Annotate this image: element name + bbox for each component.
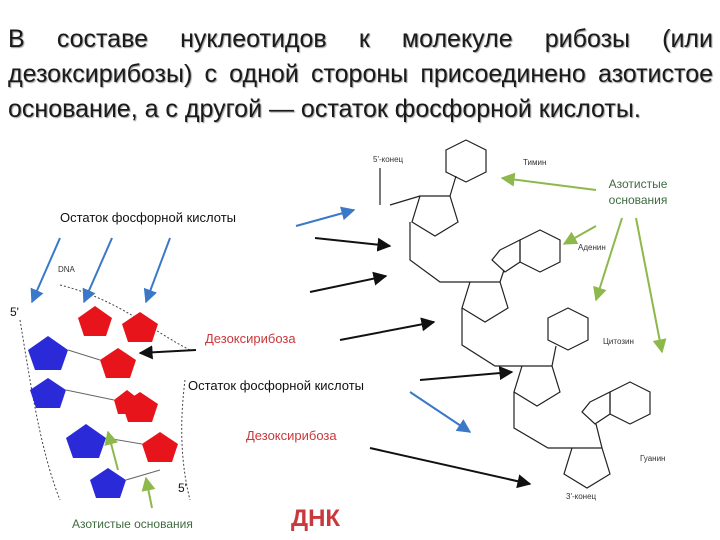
structure-sugar-ring — [411, 195, 459, 237]
label-phosphate-residue-mid: Остаток фосфорной кислоты — [188, 378, 364, 393]
structure-backbone — [389, 195, 421, 206]
helix-base-blue — [28, 336, 68, 370]
helix-base-blue — [30, 378, 66, 408]
helix-rung — [67, 349, 101, 361]
structure-base-adenine-ring5 — [491, 239, 521, 273]
arrow-blue — [409, 391, 472, 433]
helix-5prime-label: 5' — [10, 305, 19, 319]
arrow-green — [104, 430, 119, 471]
helix-5prime-bottom-label: 5' — [178, 481, 187, 495]
helix-rung — [65, 389, 115, 401]
structure-glycosidic-bond — [449, 175, 457, 197]
helix-base-blue — [90, 468, 126, 498]
structure-sugar-ring — [563, 447, 611, 489]
label-nitrogenous-bases-bottom: Азотистые основания — [72, 517, 193, 531]
label-deoxyribose-1: Дезоксирибоза — [205, 331, 296, 346]
label-dna: ДНК — [291, 505, 341, 532]
arrow-black — [419, 366, 514, 381]
structure-sugar-ring — [513, 365, 561, 407]
structure-guanine-label: Гуанин — [640, 454, 665, 463]
structure-base-guanine-ring5 — [581, 391, 611, 425]
helix-backbone-left — [19, 319, 61, 501]
arrow-black — [309, 271, 388, 293]
structure-backbone — [513, 392, 572, 449]
helix-sugar-red — [142, 432, 178, 462]
heading-text: В составе нуклеотидов к молекуле рибозы … — [8, 25, 713, 123]
structure-glycosidic-bond — [595, 423, 603, 449]
arrow-black — [339, 317, 436, 341]
arrow-black — [138, 345, 197, 360]
structure-3prime-end: 3'-конец — [566, 492, 597, 501]
arrow-blue — [143, 237, 171, 304]
label-deoxyribose-2: Дезоксирибоза — [246, 428, 337, 443]
label-phosphate-residue-top: Остаток фосфорной кислоты — [60, 210, 236, 225]
arrow-black — [369, 447, 532, 489]
structure-glycosidic-bond — [499, 269, 505, 283]
structure-glycosidic-bond — [551, 345, 557, 367]
arrow-blue — [295, 206, 356, 227]
structure-base-cytosine-ring — [547, 307, 589, 351]
arrow-green — [562, 225, 597, 245]
label-nitrogenous-bases-right: Азотистые основания — [608, 177, 668, 207]
helix-rung — [125, 469, 161, 481]
helix-sugar-red — [100, 348, 136, 378]
structure-sugar-ring — [461, 281, 509, 323]
helix-title: DNA — [58, 265, 76, 274]
arrow-green — [500, 172, 597, 191]
arrow-blue — [82, 237, 113, 304]
structure-thymine-label: Тимин — [523, 158, 546, 167]
arrow-green — [141, 476, 156, 509]
helix-sugar-red — [78, 306, 112, 336]
structure-backbone — [461, 308, 522, 367]
arrow-green — [593, 217, 623, 302]
structure-5prime-end: 5'-конец — [373, 155, 404, 164]
helix-backbone-top — [59, 284, 191, 351]
arrow-blue — [30, 237, 61, 304]
structure-adenine-label: Аденин — [578, 243, 606, 252]
structure-base-thymine-ring — [445, 139, 487, 183]
structure-backbone — [409, 222, 470, 283]
helix-sugar-red — [122, 312, 158, 342]
arrow-black — [314, 237, 392, 252]
helix-sugar-red — [114, 390, 140, 414]
arrow-green — [635, 217, 667, 354]
structure-cytosine-label: Цитозин — [603, 337, 634, 346]
helix-backbone-right — [181, 379, 191, 501]
helix-base-blue — [66, 424, 106, 458]
